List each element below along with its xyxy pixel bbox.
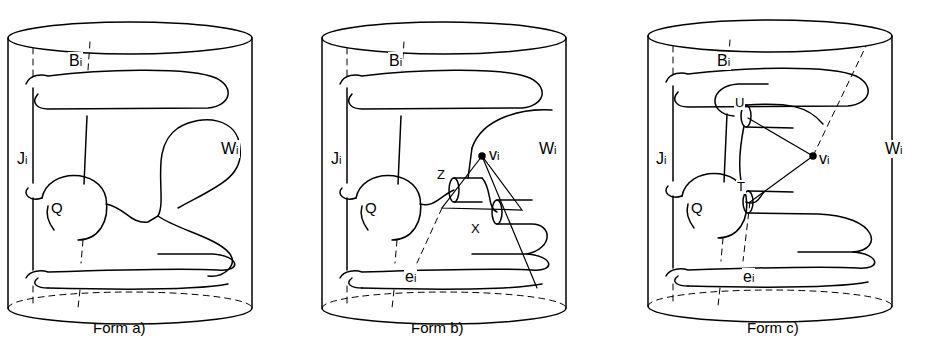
edge-label: ei xyxy=(404,268,417,286)
form-caption: Form b) xyxy=(410,320,465,337)
clasp-label: Z xyxy=(436,168,446,182)
clasp-label: Q xyxy=(690,200,704,217)
band-label: Wi xyxy=(538,140,558,158)
strand-label: Ji xyxy=(16,150,28,168)
clasp-label: Q xyxy=(50,200,64,217)
clasp-label: X xyxy=(470,222,481,236)
strand-label: Bi xyxy=(68,52,83,70)
band-label: Wi xyxy=(884,140,904,158)
form-caption: Form c) xyxy=(746,320,800,337)
clasp-label: Q xyxy=(364,200,378,217)
form-caption: Form a) xyxy=(92,320,147,337)
clasp-label: T xyxy=(736,180,746,194)
strand-label: Ji xyxy=(330,150,342,168)
vertex-label: vi xyxy=(488,146,500,164)
strand-label: Bi xyxy=(388,52,403,70)
band-label: Wi xyxy=(220,140,240,158)
strand-label: Ji xyxy=(655,150,667,168)
clasp-label: U xyxy=(734,96,745,110)
vertex-label: vi xyxy=(818,150,830,168)
strand-label: Bi xyxy=(716,52,731,70)
edge-label: ei xyxy=(742,268,755,286)
